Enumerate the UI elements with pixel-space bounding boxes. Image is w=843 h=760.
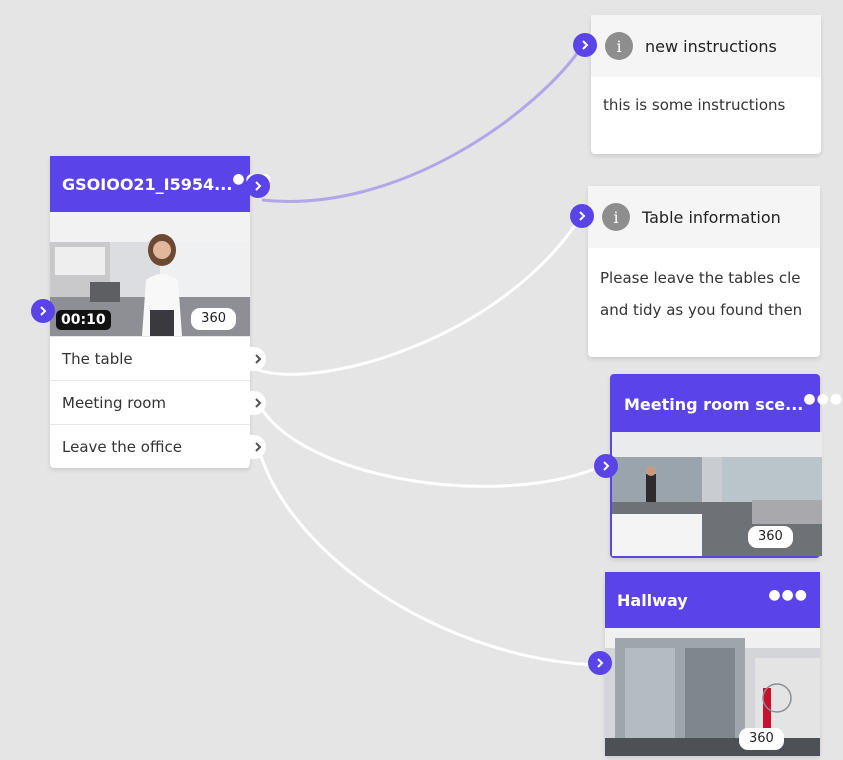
info-node-text-line: Please leave the tables cle — [600, 269, 801, 287]
input-port[interactable] — [31, 299, 55, 323]
chevron-right-icon — [603, 461, 610, 471]
video-duration: 00:10 — [56, 310, 111, 330]
input-port[interactable] — [570, 204, 594, 228]
input-port[interactable] — [594, 454, 618, 478]
node-title: Meeting room sce... — [624, 394, 804, 414]
info-node-table-information[interactable]: i Table information Please leave the tab… — [588, 186, 820, 357]
video-node-hallway[interactable]: Hallway ●●● 360 — [605, 572, 820, 756]
choice-meeting-room[interactable]: Meeting room — [50, 380, 250, 424]
edge-table-to-table-info[interactable] — [257, 217, 582, 376]
output-port-meeting-room[interactable] — [250, 391, 266, 415]
info-node-title: Table information — [642, 207, 781, 227]
choice-label: The table — [62, 349, 133, 368]
info-node-text: this is some instructions — [603, 96, 786, 114]
input-port[interactable] — [573, 33, 597, 57]
node-title: Hallway — [617, 590, 688, 610]
info-node-header: i Table information — [588, 186, 820, 248]
360-badge: 360 — [748, 526, 793, 548]
meeting-room-scene-image — [612, 432, 822, 556]
more-dots-icon[interactable]: ●●● — [768, 587, 808, 603]
chevron-right-icon — [255, 398, 262, 408]
info-node-title: new instructions — [645, 36, 777, 56]
info-node-header: i new instructions — [591, 15, 821, 77]
chevron-right-icon — [255, 442, 262, 452]
info-node-body: this is some instructions — [591, 77, 821, 121]
edge-meeting-room-to-meeting-scene[interactable] — [256, 402, 603, 488]
360-badge: 360 — [191, 308, 236, 330]
video-node-meeting-room[interactable]: Meeting room sce... ●●● 360 — [610, 374, 842, 558]
video-thumbnail[interactable]: 360 — [605, 628, 820, 756]
choice-label: Leave the office — [62, 437, 182, 456]
choice-label: Meeting room — [62, 393, 167, 412]
output-port-the-table[interactable] — [250, 347, 266, 371]
input-port[interactable] — [588, 651, 612, 675]
chevron-right-icon — [255, 181, 262, 191]
connection-edges — [256, 44, 603, 667]
output-port-leave-the-office[interactable] — [250, 435, 266, 459]
info-icon: i — [605, 32, 633, 60]
chevron-right-icon — [582, 40, 589, 50]
node-header[interactable]: Hallway ●●● — [605, 572, 820, 628]
info-node-text-line: and tidy as you found then — [600, 301, 803, 319]
choice-the-table[interactable]: The table — [50, 336, 250, 380]
video-thumbnail[interactable]: 360 — [612, 432, 822, 556]
video-thumbnail[interactable]: 00:10 360 — [50, 212, 250, 336]
chevron-right-icon — [40, 306, 47, 316]
info-node-new-instructions[interactable]: i new instructions this is some instruct… — [591, 15, 821, 154]
edge-main-to-instructions[interactable] — [261, 44, 585, 203]
choice-leave-the-office[interactable]: Leave the office — [50, 424, 250, 468]
info-icon: i — [602, 203, 630, 231]
edge-leave-office-to-hallway[interactable] — [256, 446, 599, 667]
node-title: GSOIOO21_I5954... — [62, 174, 233, 194]
hallway-scene-image — [605, 628, 820, 756]
info-node-body: Please leave the tables cle and tidy as … — [588, 248, 820, 326]
chevron-right-icon — [255, 354, 262, 364]
output-port-main[interactable] — [246, 174, 270, 198]
more-dots-icon[interactable]: ●●● — [803, 391, 843, 407]
chevron-right-icon — [597, 658, 604, 668]
360-badge: 360 — [739, 728, 784, 750]
node-header[interactable]: Meeting room sce... ●●● — [612, 376, 842, 432]
video-node-main[interactable]: GSOIOO21_I5954... ●●● 00:10 360 The tabl… — [50, 156, 271, 468]
chevron-right-icon — [579, 211, 586, 221]
node-header[interactable]: GSOIOO21_I5954... ●●● — [50, 156, 271, 212]
